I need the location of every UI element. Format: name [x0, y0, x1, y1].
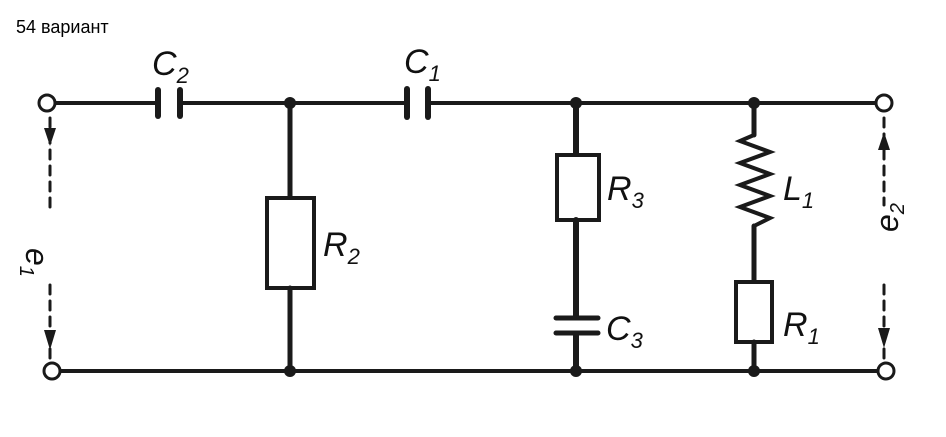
- inductor-l1: [734, 133, 776, 228]
- branch-r2: [265, 100, 316, 374]
- input-voltage-arrow: [44, 116, 56, 360]
- junctions: [284, 97, 760, 377]
- terminal-output-bottom: [876, 361, 896, 381]
- branch-r3-c3: [553, 100, 601, 374]
- terminal-output-top: [874, 93, 894, 113]
- resistor-r2: [265, 196, 316, 290]
- arrow-head-input-bottom: [44, 330, 56, 350]
- label-input-voltage: e1: [15, 248, 55, 277]
- terminal-input-bottom: [42, 361, 62, 381]
- resistor-r1: [734, 280, 774, 344]
- arrow-head-output-top: [878, 132, 890, 150]
- output-voltage-arrow: [878, 116, 890, 360]
- label-l1: L1: [783, 170, 814, 213]
- arrow-head-output-bottom: [878, 328, 890, 348]
- label-r3: R3: [607, 170, 645, 213]
- label-r2: R2: [323, 226, 360, 269]
- capacitor-c1: [404, 86, 431, 120]
- terminal-input-top: [37, 93, 57, 113]
- label-c2: C2: [152, 45, 189, 88]
- capacitor-c2: [155, 87, 183, 119]
- branch-l1-r1: [734, 100, 776, 374]
- variant-title: 54 вариант: [16, 17, 109, 37]
- arrow-head-input-top: [44, 128, 56, 146]
- label-output-voltage: e2: [869, 203, 909, 232]
- terminals: [37, 93, 896, 381]
- label-r1: R1: [783, 306, 820, 349]
- label-c3: C3: [606, 310, 644, 353]
- resistor-r3: [555, 153, 601, 222]
- label-c1: C1: [404, 43, 441, 86]
